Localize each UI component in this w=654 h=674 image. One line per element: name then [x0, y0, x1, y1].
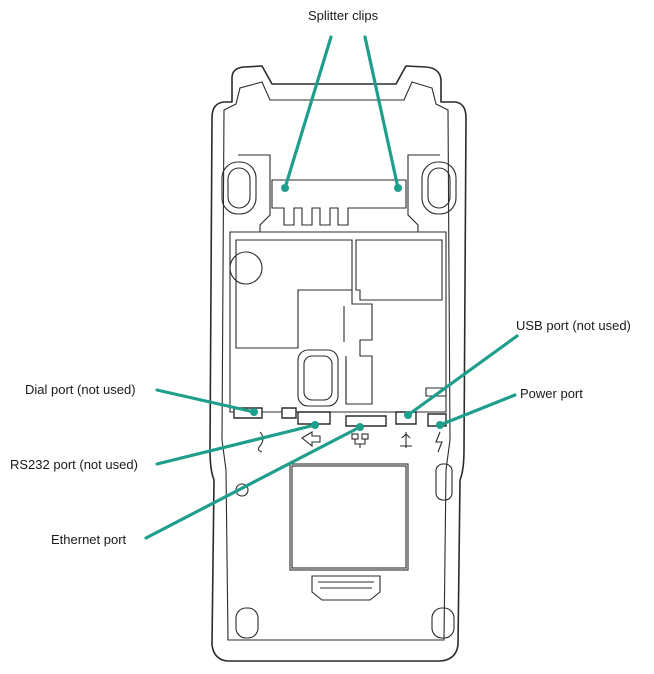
label-usb-port: USB port (not used)	[516, 318, 631, 333]
label-ethernet-port: Ethernet port	[51, 532, 127, 547]
clip-frame	[238, 154, 440, 232]
center-divider	[345, 290, 373, 405]
round-mount	[229, 251, 263, 285]
rs232-port	[297, 411, 331, 425]
device-inner-contour	[221, 81, 451, 641]
callout-ethernet-dot	[356, 423, 364, 431]
power-symbol-icon	[435, 431, 443, 453]
callout-power-line	[438, 393, 517, 427]
callout-usb-line	[406, 334, 519, 417]
callout-rs232-line	[155, 423, 317, 466]
upper-right-grip-inner	[427, 167, 451, 209]
compartment-pad-inner	[303, 355, 333, 401]
compartment-right-ledge	[355, 239, 443, 301]
callout-dial-line	[155, 388, 256, 414]
compartment-pad	[297, 349, 339, 407]
callout-splitter-right-line	[363, 35, 400, 190]
label-dial-port: Dial port (not used)	[25, 382, 136, 397]
lower-compartment-inner	[291, 465, 407, 569]
bottom-left-foot	[235, 607, 259, 639]
network-symbol-icon-part	[361, 433, 369, 440]
ethernet-port	[345, 415, 387, 427]
side-slot	[343, 306, 347, 400]
port-divider-block	[281, 407, 297, 419]
device-outer-shell	[209, 65, 467, 662]
upper-right-grip	[421, 161, 457, 215]
callout-rs232-dot	[311, 421, 319, 429]
bottom-right-foot	[431, 607, 455, 639]
callout-power-dot	[436, 421, 444, 429]
callout-lines	[144, 35, 519, 540]
label-recess	[311, 575, 381, 601]
callout-dial-dot	[250, 408, 258, 416]
usb-symbol-icon	[400, 432, 412, 448]
phone-symbol-icon	[257, 431, 264, 453]
port-symbols	[257, 431, 443, 453]
battery-compartment	[229, 231, 447, 413]
callout-ethernet-line	[144, 425, 362, 540]
right-tab	[425, 387, 447, 397]
callout-usb-dot	[404, 411, 412, 419]
payment-terminal-outline	[209, 65, 467, 662]
compartment-inner-ledge	[235, 239, 353, 349]
callout-splitter-left-line	[283, 35, 333, 190]
network-symbol-icon	[351, 433, 359, 440]
callout-splitter-left-dot	[281, 184, 289, 192]
side-slot-right	[435, 463, 453, 501]
upper-left-grip	[221, 161, 257, 215]
label-rs232-port: RS232 port (not used)	[10, 457, 138, 472]
top-ribs	[271, 179, 407, 226]
label-splitter-clips: Splitter clips	[308, 8, 379, 23]
callout-splitter-right-dot	[394, 184, 402, 192]
lower-compartment	[289, 463, 409, 571]
network-symbol-icon-link	[354, 439, 366, 448]
upper-left-grip-inner	[227, 167, 251, 209]
serial-symbol-icon	[301, 431, 321, 448]
label-power-port: Power port	[520, 386, 583, 401]
label-recess-lines	[318, 581, 374, 589]
